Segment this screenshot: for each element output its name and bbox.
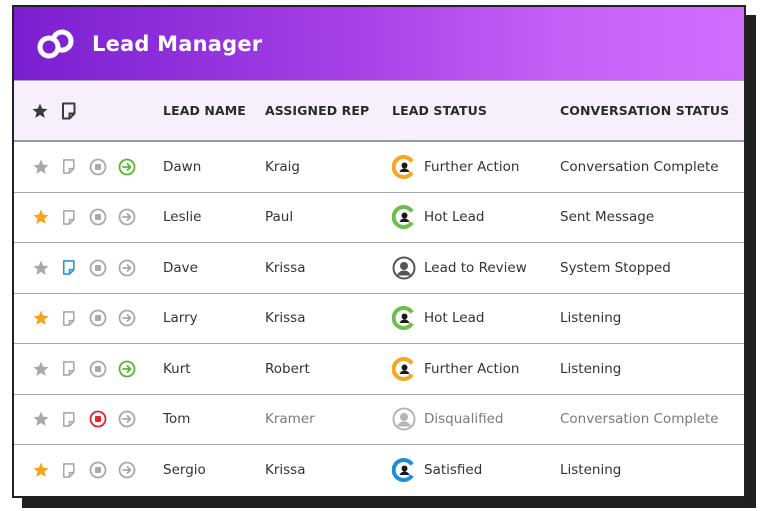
table-row[interactable]: Tom Kramer Disqualified Conversation Com…: [14, 394, 744, 445]
go-arrow-icon[interactable]: [118, 309, 136, 327]
conversation-status: Listening: [560, 462, 622, 479]
column-header-lead-status[interactable]: LEAD STATUS: [392, 103, 487, 118]
note-icon[interactable]: [60, 158, 78, 176]
note-icon[interactable]: [60, 208, 78, 226]
lead-status: Hot Lead: [391, 306, 485, 331]
conversation-status: System Stopped: [560, 259, 671, 276]
stop-icon[interactable]: [89, 410, 107, 428]
assigned-rep: Robert: [265, 360, 310, 377]
stop-icon[interactable]: [89, 158, 107, 176]
assigned-rep: Krissa: [265, 259, 306, 276]
conversation-status: Listening: [560, 310, 622, 327]
star-icon[interactable]: [32, 461, 50, 479]
lead-name[interactable]: Kurt: [163, 360, 191, 377]
table-row[interactable]: Sergio Krissa Satisfied Listening: [14, 445, 744, 496]
conversation-status: Listening: [560, 360, 622, 377]
table-body: Dawn Kraig Further Action Conversation C…: [14, 142, 744, 496]
lead-status: Further Action: [391, 154, 520, 179]
conversation-status: Conversation Complete: [560, 411, 719, 428]
lead-status-label: Further Action: [424, 158, 520, 175]
lead-status-label: Satisfied: [424, 462, 483, 479]
lead-status-label: Further Action: [424, 360, 520, 377]
lead-status-label: Disqualified: [424, 411, 504, 428]
lead-name[interactable]: Dave: [163, 259, 198, 276]
table-row[interactable]: Dawn Kraig Further Action Conversation C…: [14, 142, 744, 193]
lead-status-label: Hot Lead: [424, 310, 485, 327]
lead-name[interactable]: Dawn: [163, 158, 202, 175]
lead-status-avatar-icon: [391, 458, 416, 483]
table-row[interactable]: Larry Krissa Hot Lead Listening: [14, 293, 744, 344]
note-icon[interactable]: [60, 309, 78, 327]
star-icon[interactable]: [32, 309, 50, 327]
go-arrow-icon[interactable]: [118, 158, 136, 176]
go-arrow-icon[interactable]: [118, 208, 136, 226]
app-header: Lead Manager: [14, 7, 744, 81]
go-arrow-icon[interactable]: [118, 259, 136, 277]
lead-status: Lead to Review: [392, 256, 527, 280]
conversation-status: Sent Message: [560, 209, 655, 226]
assigned-rep: Kraig: [265, 158, 300, 175]
column-header-lead-name[interactable]: LEAD NAME: [163, 103, 246, 118]
assigned-rep: Paul: [265, 209, 294, 226]
note-icon[interactable]: [60, 360, 78, 378]
lead-manager-card: Lead Manager LEAD NAME ASSIGNED REP LEAD…: [12, 5, 746, 498]
star-icon[interactable]: [32, 158, 50, 176]
assigned-rep: Krissa: [265, 310, 306, 327]
note-icon[interactable]: [60, 259, 78, 277]
star-icon[interactable]: [32, 259, 50, 277]
lead-status-avatar-icon: [391, 356, 416, 381]
lead-name[interactable]: Sergio: [163, 462, 206, 479]
table-row[interactable]: Kurt Robert Further Action Listening: [14, 344, 744, 395]
note-icon[interactable]: [60, 410, 78, 428]
go-arrow-icon[interactable]: [118, 410, 136, 428]
lead-status-avatar-icon: [391, 205, 416, 230]
assigned-rep: Krissa: [265, 462, 306, 479]
assigned-rep: Kramer: [265, 411, 315, 428]
lead-name[interactable]: Leslie: [163, 209, 202, 226]
stop-icon[interactable]: [89, 360, 107, 378]
lead-status-avatar-icon: [392, 256, 416, 280]
conversation-status: Conversation Complete: [560, 158, 719, 175]
app-title: Lead Manager: [92, 31, 263, 56]
note-icon[interactable]: [61, 102, 77, 124]
go-arrow-icon[interactable]: [118, 461, 136, 479]
star-icon[interactable]: [31, 102, 49, 124]
star-icon[interactable]: [32, 410, 50, 428]
note-icon[interactable]: [60, 461, 78, 479]
stop-icon[interactable]: [89, 309, 107, 327]
column-header-conversation-status[interactable]: CONVERSATION STATUS: [560, 103, 730, 118]
lead-status-avatar-icon: [391, 306, 416, 331]
lead-status: Further Action: [391, 356, 520, 381]
lead-status-label: Lead to Review: [424, 259, 527, 276]
lead-status: Disqualified: [392, 407, 503, 431]
stop-icon[interactable]: [89, 461, 107, 479]
lead-status: Hot Lead: [391, 205, 485, 230]
lead-name[interactable]: Tom: [163, 411, 191, 428]
star-icon[interactable]: [32, 360, 50, 378]
star-icon[interactable]: [32, 208, 50, 226]
table-row[interactable]: Dave Krissa Lead to Review System Stoppe…: [14, 243, 744, 294]
lead-status-avatar-icon: [392, 407, 416, 431]
lead-status: Satisfied: [391, 458, 483, 483]
lead-status-avatar-icon: [391, 154, 416, 179]
column-header-assigned-rep[interactable]: ASSIGNED REP: [265, 103, 370, 118]
table-header: LEAD NAME ASSIGNED REP LEAD STATUS CONVE…: [14, 81, 744, 142]
stop-icon[interactable]: [89, 259, 107, 277]
linked-rings-icon: [34, 23, 76, 65]
lead-status-label: Hot Lead: [424, 209, 485, 226]
lead-name[interactable]: Larry: [163, 310, 198, 327]
table-row[interactable]: Leslie Paul Hot Lead Sent Message: [14, 192, 744, 243]
stop-icon[interactable]: [89, 208, 107, 226]
go-arrow-icon[interactable]: [118, 360, 136, 378]
